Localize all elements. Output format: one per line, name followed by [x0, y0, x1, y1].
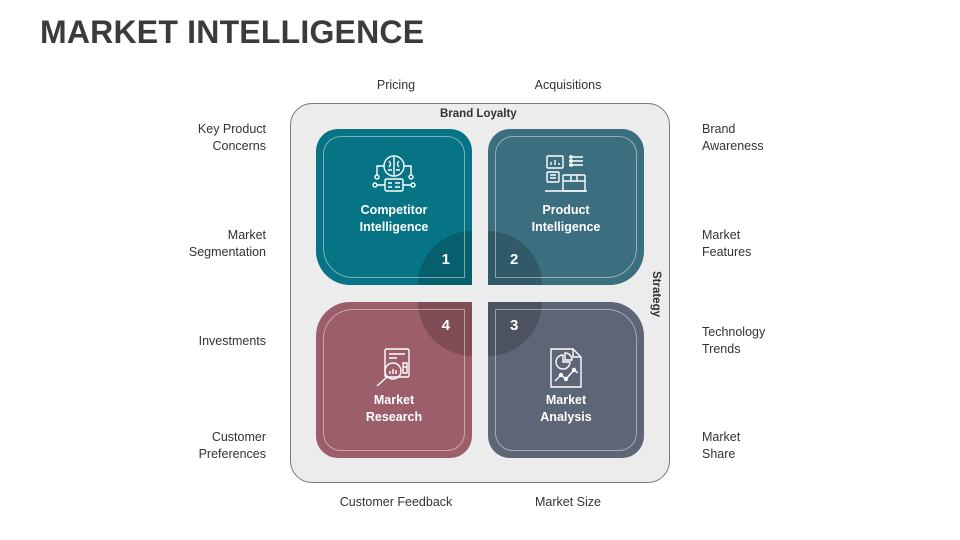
- tile-name: Market Research: [365, 393, 423, 424]
- label-pricing: Pricing: [376, 78, 416, 92]
- report-chart-icon: [550, 348, 582, 388]
- label-customer-feedback: Customer Feedback: [339, 495, 453, 509]
- tile-market-research: Market Research 4: [316, 302, 472, 458]
- label-market-size: Market Size: [535, 495, 601, 509]
- label-brand-awareness: Brand Awareness: [702, 122, 764, 153]
- tile-name: Market Analysis: [540, 393, 592, 424]
- label-investments: Investments: [198, 334, 266, 348]
- label-market-features: Market Features: [702, 228, 752, 259]
- tile-number: 1: [441, 251, 450, 268]
- tile-name: Product Intelligence: [531, 203, 601, 234]
- tile-inner-border: [323, 136, 465, 278]
- tile-product-intelligence: Product Intelligence 2: [488, 129, 644, 285]
- label-key-product-concerns: Key Product Concerns: [197, 122, 266, 153]
- tile-number: 4: [441, 317, 450, 334]
- product-dashboard-icon: [545, 155, 587, 192]
- tile-name: Competitor Intelligence: [359, 203, 429, 234]
- label-market-share: Market Share: [702, 430, 741, 461]
- tile-market-analysis: Market Analysis 3: [488, 302, 644, 458]
- label-customer-preferences: Customer Preferences: [198, 430, 266, 461]
- tile-number: 2: [510, 251, 519, 268]
- tile-competitor-intelligence: Competitor Intelligence 1: [316, 129, 472, 285]
- label-technology-trends: Technology Trends: [702, 325, 766, 356]
- tile-number: 3: [510, 317, 519, 334]
- brain-circuit-icon: [372, 155, 416, 192]
- tile-inner-border: [323, 309, 465, 451]
- tile-inner-border: [495, 136, 637, 278]
- tile-inner-border: [495, 309, 637, 451]
- frame-label-strategy: Strategy: [650, 270, 662, 318]
- page-title: MARKET INTELLIGENCE: [40, 14, 425, 50]
- label-market-segmentation: Market Segmentation: [188, 228, 266, 259]
- frame-label-brand-loyalty: Brand Loyalty: [440, 108, 517, 120]
- magnifier-report-icon: [376, 348, 410, 387]
- label-acquisitions: Acquisitions: [534, 78, 602, 92]
